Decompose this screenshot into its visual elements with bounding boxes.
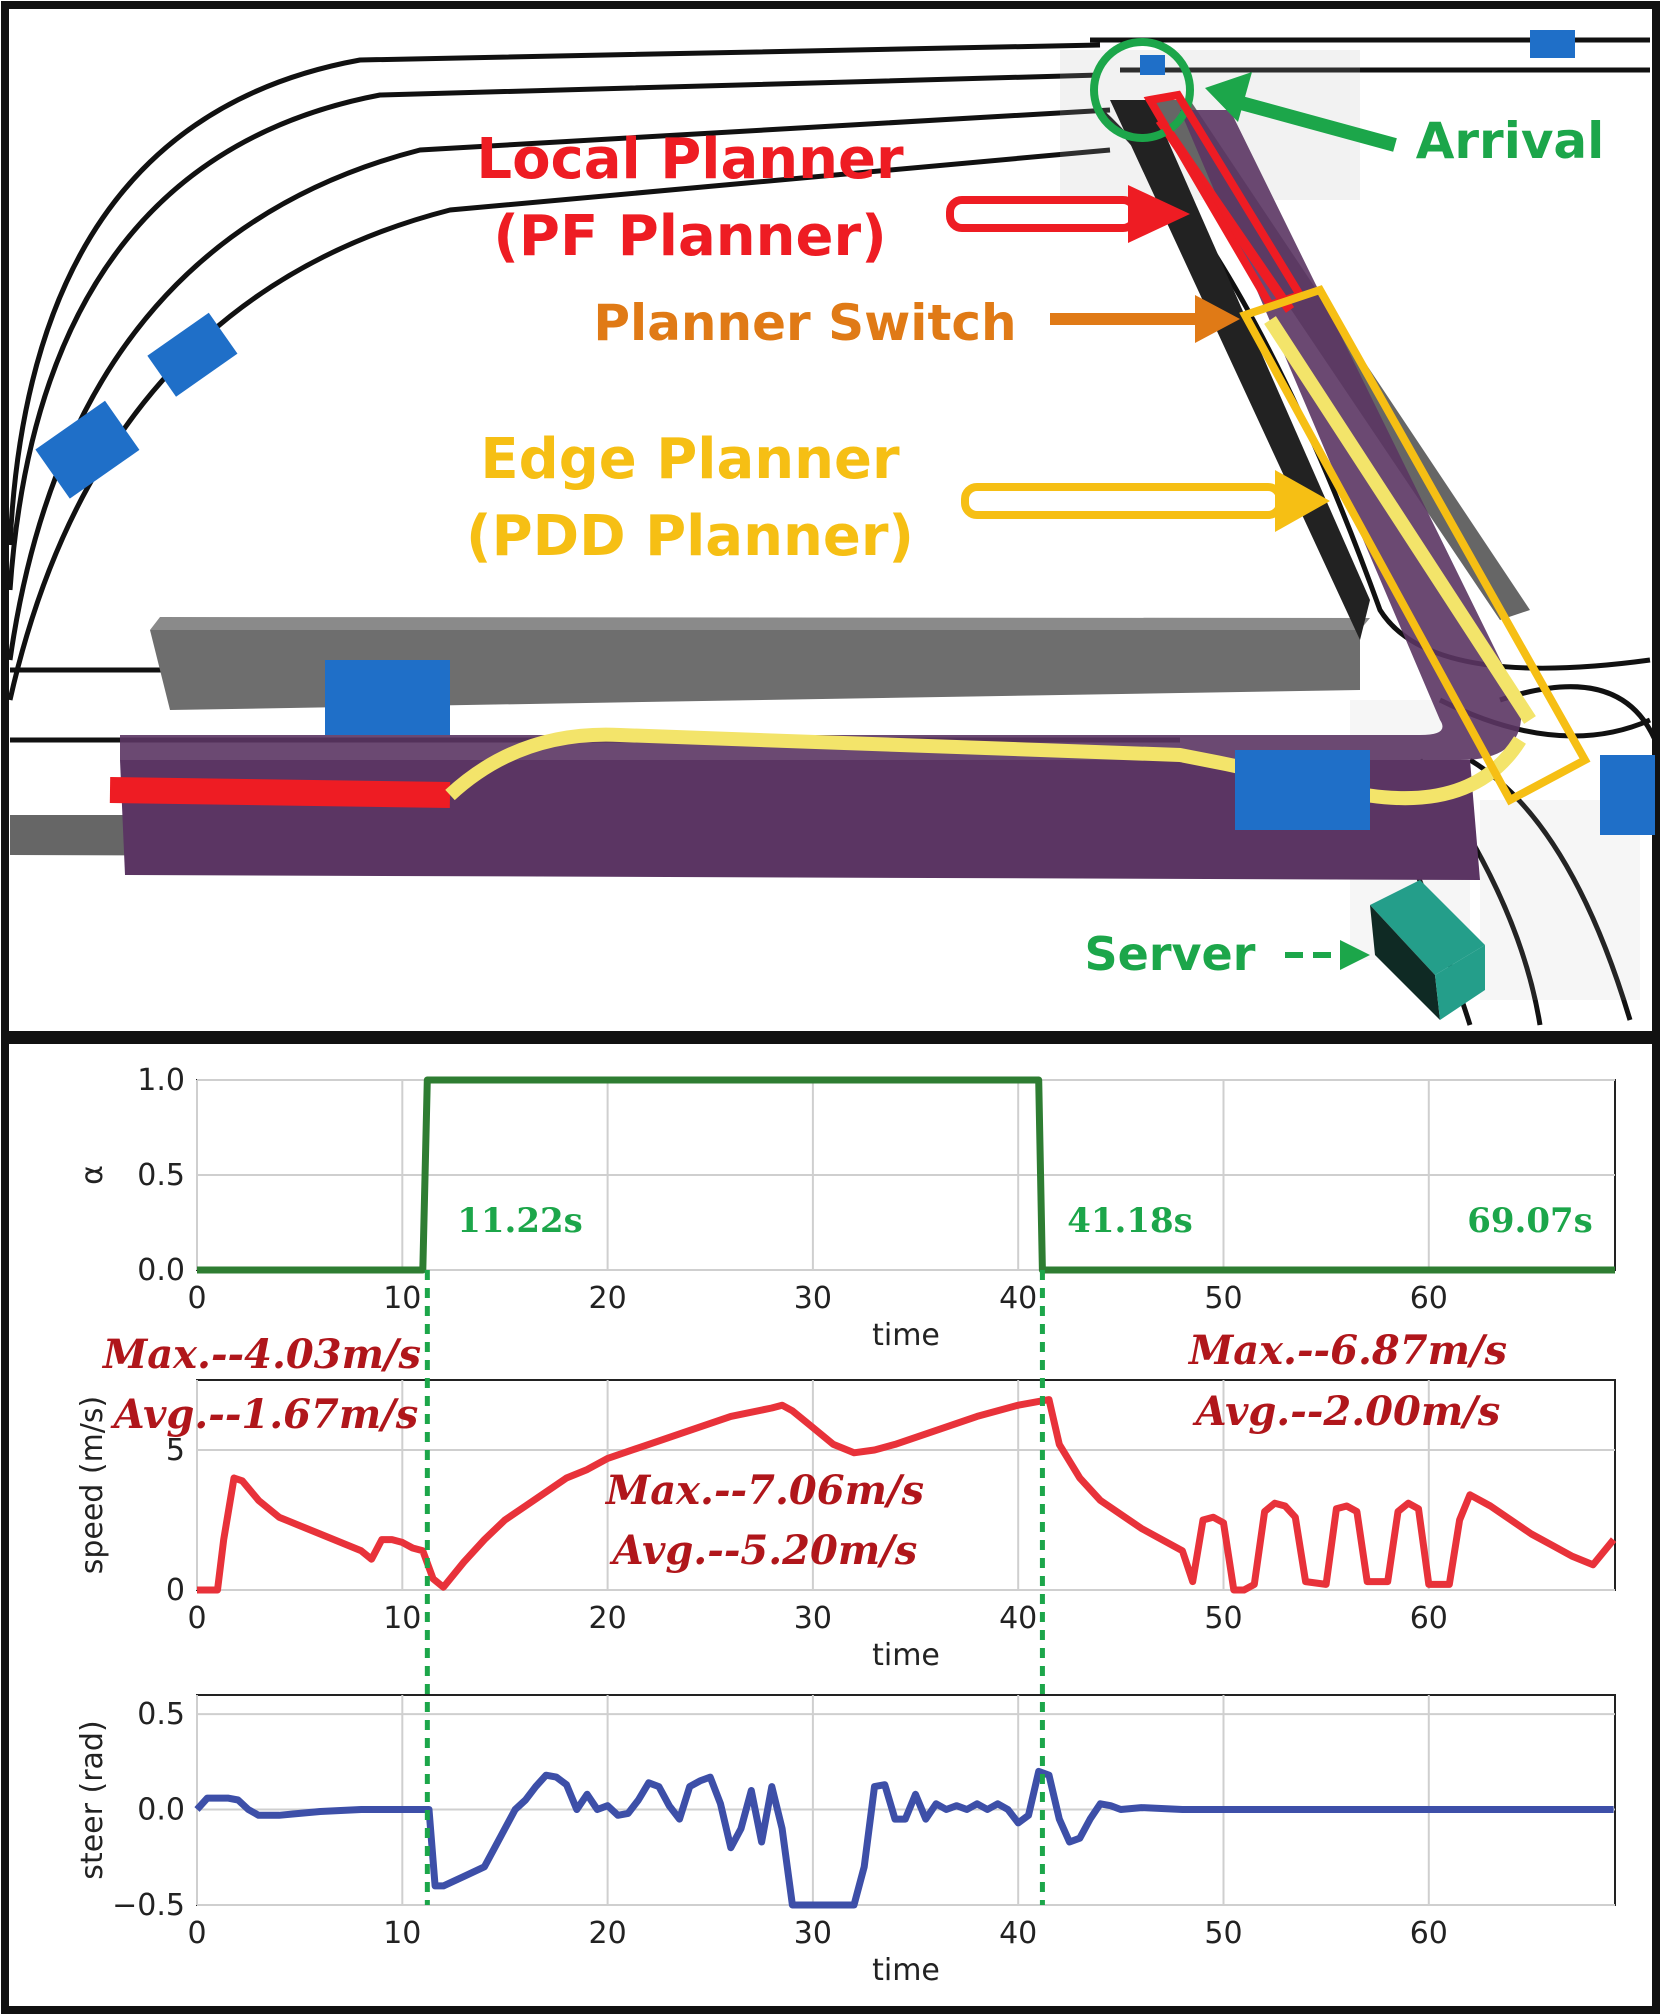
wall-center	[150, 630, 1360, 710]
speed-annotation-max-3: Max.--6.87m/s	[1187, 1327, 1507, 1374]
x-tick-label: 10	[383, 1601, 421, 1636]
x-tick-label: 60	[1410, 1916, 1448, 1951]
arrival-label: Arrival	[1416, 112, 1605, 170]
alpha-annotation-3: 69.07s	[1467, 1201, 1593, 1241]
y-tick-label: 0.0	[137, 1793, 185, 1828]
edge-planner-label-2: (PDD Planner)	[466, 504, 914, 569]
x-tick-label: 0	[187, 1281, 206, 1316]
subplot-0: 0 10 20 30 40 50 60 0.0 0.5 1.0 time α	[75, 1063, 1616, 1353]
switch-arrow	[1050, 295, 1240, 343]
x-tick-label: 10	[383, 1281, 421, 1316]
y-tick-label: 0.0	[137, 1253, 185, 1288]
plot-area	[196, 1379, 1616, 1591]
subplot-1: 0 10 20 30 40 50 60 0 5 time speed (m/s)	[75, 1379, 1617, 1673]
x-tick-label: 50	[1204, 1916, 1242, 1951]
alpha-annotation-2: 41.18s	[1067, 1201, 1193, 1241]
x-tick-label: 40	[999, 1281, 1037, 1316]
x-tick-label: 30	[794, 1601, 832, 1636]
alpha-annotation-1: 11.22s	[457, 1201, 583, 1241]
plot-area	[196, 1694, 1616, 1906]
x-tick-label: 50	[1204, 1281, 1242, 1316]
x-tick-label: 50	[1204, 1601, 1242, 1636]
arrival-arrow	[1205, 72, 1397, 152]
arrival-circle	[1090, 38, 1194, 142]
scene-panel: Local Planner (PF Planner) Planner Switc…	[1, 1, 1660, 1039]
speed-annotation-max-2: Max.--7.06m/s	[604, 1467, 924, 1514]
local-arrow	[946, 185, 1190, 243]
x-tick-label: 0	[187, 1601, 206, 1636]
y-tick-label: 0.5	[137, 1697, 185, 1732]
subplot-2: 0 10 20 30 40 50 60 −0.5 0.0 0.5 time steer (rad)	[75, 1694, 1616, 1988]
series-line-0	[197, 1076, 1615, 1274]
y-tick-label: 1.0	[137, 1063, 185, 1098]
x-tick-label: 20	[589, 1601, 627, 1636]
x-tick-label: 10	[383, 1916, 421, 1951]
x-tick-label: 30	[794, 1916, 832, 1951]
series-line-0	[197, 1396, 1617, 1594]
x-axis-label: time	[872, 1953, 940, 1988]
local-planner-label-2: (PF Planner)	[493, 204, 886, 269]
y-tick-label: −0.5	[112, 1888, 185, 1923]
edge-arrow	[961, 470, 1330, 532]
y-axis-label: speed (m/s)	[75, 1396, 110, 1575]
x-tick-label: 60	[1410, 1281, 1448, 1316]
x-tick-label: 40	[999, 1916, 1037, 1951]
edge-box	[1239, 285, 1591, 806]
x-tick-label: 20	[589, 1281, 627, 1316]
speed-annotation-max-1: Max.--4.03m/s	[101, 1331, 421, 1378]
x-tick-label: 0	[187, 1916, 206, 1951]
x-axis-label: time	[872, 1638, 940, 1673]
y-tick-label: 0	[166, 1573, 185, 1608]
x-tick-label: 20	[589, 1916, 627, 1951]
alpha-annotations: 11.22s 41.18s 69.07s	[457, 1201, 1593, 1241]
x-tick-label: 60	[1410, 1601, 1448, 1636]
speed-annotation-avg-3: Avg.--2.00m/s	[1192, 1388, 1501, 1435]
speed-annotation-avg-2: Avg.--5.20m/s	[609, 1527, 918, 1574]
y-tick-label: 5	[166, 1433, 185, 1468]
x-tick-label: 40	[999, 1601, 1037, 1636]
y-tick-label: 0.5	[137, 1158, 185, 1193]
speed-annotation-avg-1: Avg.--1.67m/s	[110, 1391, 419, 1438]
x-axis-label: time	[872, 1318, 940, 1353]
x-tick-label: 30	[794, 1281, 832, 1316]
local-planner-label-1: Local Planner	[476, 127, 904, 192]
server-label: Server	[1085, 927, 1256, 981]
cars	[35, 30, 1655, 835]
server-box	[1370, 880, 1485, 1020]
series-line-0	[194, 1767, 1614, 1909]
speed-annotations: Max.--4.03m/s Avg.--1.67m/s Max.--7.06m/…	[101, 1327, 1507, 1574]
y-axis-label: α	[75, 1165, 110, 1185]
edge-planner-label-1: Edge Planner	[480, 427, 900, 492]
y-axis-label: steer (rad)	[75, 1720, 110, 1879]
planner-switch-label: Planner Switch	[593, 294, 1016, 352]
server-arrow	[1285, 940, 1370, 970]
